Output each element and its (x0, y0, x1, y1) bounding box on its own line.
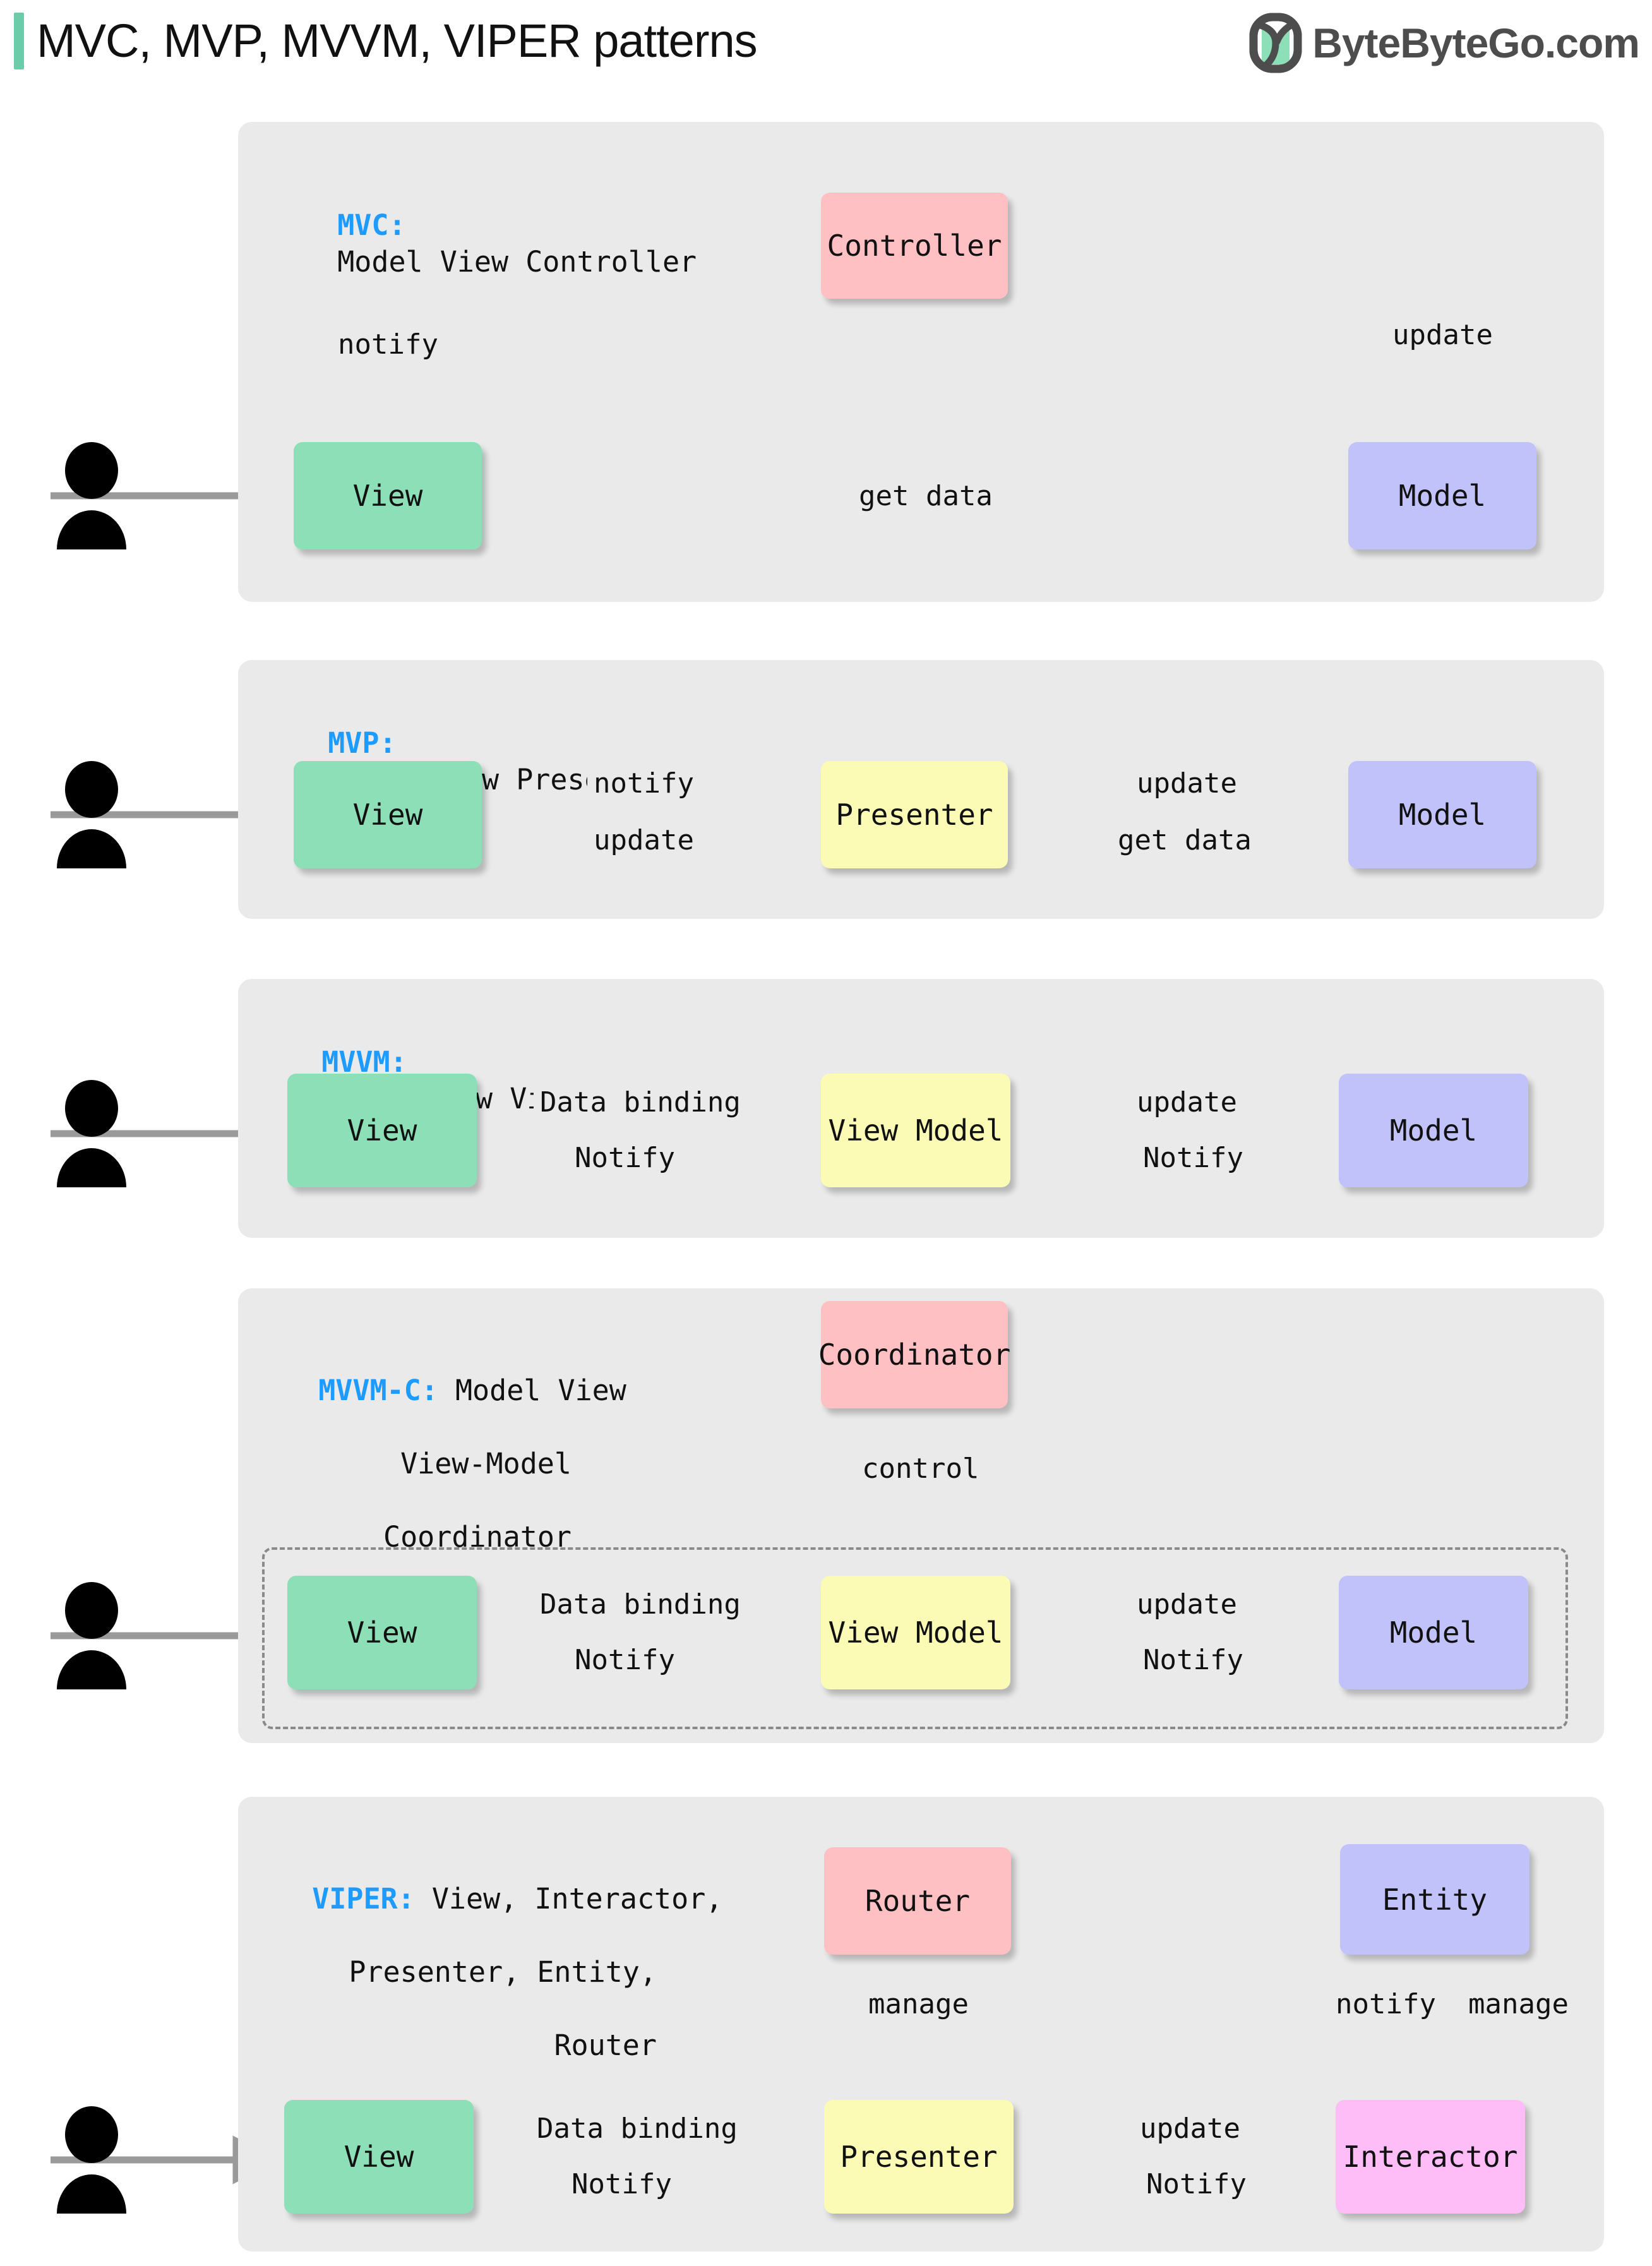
bytebytego-leaf-logo-icon (1249, 13, 1302, 73)
node-view-mvvm[interactable]: View (287, 1074, 477, 1187)
node-viewmodel-mvvmc[interactable]: View Model (821, 1576, 1010, 1689)
edge-label-notify-right-viper: Notify (1140, 2168, 1253, 2200)
node-view-mvvmc[interactable]: View (287, 1576, 477, 1689)
user-person-icon-mvvmc (57, 1582, 126, 1689)
user-person-icon-mvvm (57, 1080, 126, 1187)
section-key-mvvmc: MVVM-C: (318, 1374, 455, 1407)
edge-label-notify-left-viper: Notify (565, 2168, 678, 2200)
edge-label-notify-right-mvvmc: Notify (1137, 1644, 1250, 1676)
section-key-mvp: MVP: (328, 726, 414, 760)
node-entity-viper[interactable]: Entity (1340, 1844, 1529, 1955)
node-presenter-viper[interactable]: Presenter (824, 2100, 1014, 2214)
node-presenter-mvp[interactable]: Presenter (821, 761, 1008, 868)
edge-label-notify-mvp: notify (587, 767, 700, 800)
page-header: MVC, MVP, MVVM, VIPER patterns ByteByteG… (0, 0, 1652, 95)
node-model-mvp[interactable]: Model (1348, 761, 1536, 868)
node-view-viper[interactable]: View (284, 2100, 474, 2214)
accent-bar (14, 13, 24, 69)
edge-label-update-mvc: update (1386, 319, 1499, 351)
user-person-icon-mvp (57, 761, 126, 868)
user-person-icon-viper (57, 2106, 126, 2214)
mvvm-module-container (262, 1547, 1568, 1729)
edge-label-update-mvp-right: update (1130, 767, 1243, 800)
section-title-viper: VIPER: View, Interactor, Presenter, Enti… (278, 1844, 722, 2064)
edge-label-notify-right-mvvm: Notify (1137, 1142, 1250, 1174)
section-key-mvc: MVC: (337, 208, 423, 242)
node-view-mvc[interactable]: View (294, 442, 482, 549)
node-controller-mvc[interactable]: Controller (821, 193, 1008, 299)
edge-label-update-mvvm: update (1130, 1086, 1243, 1118)
brand-logo: ByteByteGo.com (1249, 13, 1640, 73)
edge-label-notify-mvc: notify (332, 328, 445, 361)
edge-label-manage-entity-viper: manage (1462, 1988, 1575, 2020)
page-title: MVC, MVP, MVVM, VIPER patterns (37, 15, 758, 67)
brand-name: ByteByteGo.com (1312, 20, 1640, 66)
user-person-icon-mvc (57, 442, 126, 549)
section-title-mvvmc: MVVM-C: Model View View-Model Coordinato… (284, 1336, 626, 1556)
edge-label-notify-left-mvvmc: Notify (568, 1644, 681, 1676)
edge-label-update-mvp-left: update (587, 824, 700, 856)
section-key-mvvm: MVVM: (321, 1045, 424, 1079)
section-key-viper: VIPER: (312, 1882, 432, 1915)
edge-label-manage-router-viper: manage (862, 1988, 975, 2020)
node-interactor-viper[interactable]: Interactor (1336, 2100, 1525, 2214)
section-name-mvvmc-l2: View-Model (400, 1447, 572, 1480)
edge-label-update-viper: update (1134, 2113, 1247, 2145)
section-name-mvvmc-l1: Model View (455, 1374, 626, 1407)
node-coordinator-mvvmc[interactable]: Coordinator (818, 1301, 1010, 1408)
section-name-viper-l3: Router (554, 2029, 657, 2062)
edge-label-databinding-viper: Data binding (530, 2113, 744, 2145)
section-title-mvc: MVC: Model View Controller (303, 171, 697, 280)
section-name-mvc: Model View Controller (337, 245, 697, 279)
node-router-viper[interactable]: Router (824, 1847, 1011, 1955)
edge-label-databinding-mvvmc: Data binding (534, 1588, 747, 1621)
node-view-mvp[interactable]: View (294, 761, 482, 868)
edge-label-getdata-mvc: get data (853, 480, 999, 512)
node-model-mvc[interactable]: Model (1348, 442, 1536, 549)
edge-label-databinding-mvvm: Data binding (534, 1086, 747, 1118)
node-model-mvvmc[interactable]: Model (1339, 1576, 1528, 1689)
section-name-viper-l1: View, Interactor, (431, 1882, 723, 1915)
edge-label-update-mvvmc: update (1130, 1588, 1243, 1621)
edge-label-notify-left-mvvm: Notify (568, 1142, 681, 1174)
node-viewmodel-mvvm[interactable]: View Model (821, 1074, 1010, 1187)
edge-label-notify-entity-viper: notify (1329, 1988, 1442, 2020)
edge-label-control-mvvmc: control (856, 1453, 986, 1485)
section-name-viper-l2: Presenter, Entity, (349, 1955, 657, 1989)
edge-label-getdata-mvp: get data (1111, 824, 1258, 856)
node-model-mvvm[interactable]: Model (1339, 1074, 1528, 1187)
